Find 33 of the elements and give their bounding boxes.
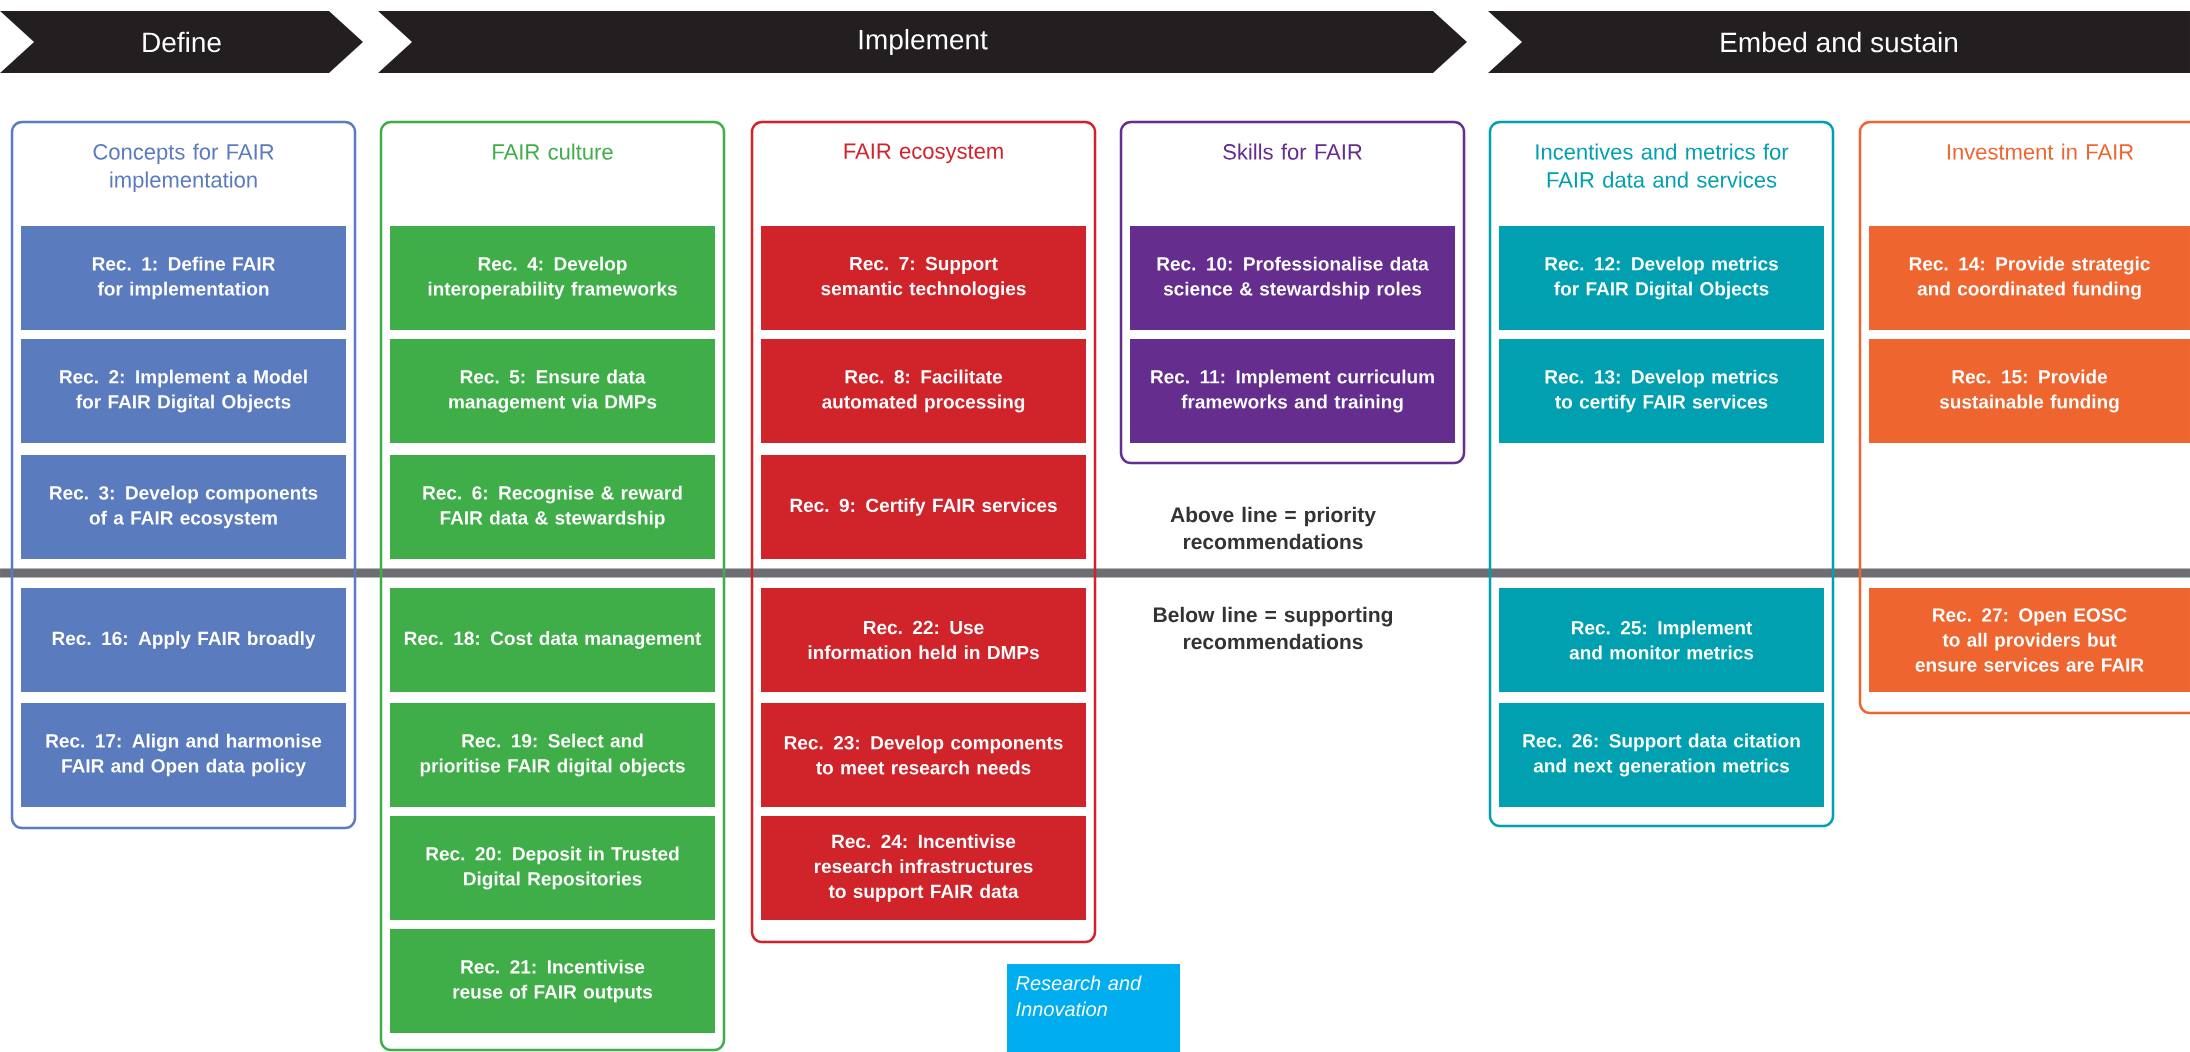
recommendation-box: Rec. 6: Recognise & reward FAIR data & stewardship [390, 455, 715, 559]
recommendation-box: Rec. 8: Facilitate automated processing [761, 339, 1086, 443]
recommendation-box: Rec. 26: Support data citation and next generation metrics [1499, 703, 1824, 807]
phase-ribbon: Embed and sustain [1488, 11, 2190, 73]
recommendation-box: Rec. 9: Certify FAIR services [761, 455, 1086, 559]
recommendation-box: Rec. 24: Incentivise research infrastructures to support FAIR data [761, 816, 1086, 920]
recommendation-box: Rec. 16: Apply FAIR broadly [21, 588, 346, 692]
recommendation-box: Rec. 1: Define FAIR for implementation [21, 226, 346, 330]
recommendation-box: Rec. 23: Develop components to meet research needs [761, 703, 1086, 807]
recommendation-box: Rec. 21: Incentivise reuse of FAIR outputs [390, 929, 715, 1033]
recommendation-box: Rec. 22: Use information held in DMPs [761, 588, 1086, 692]
recommendation-box: Rec. 5: Ensure data management via DMPs [390, 339, 715, 443]
legend-note: Above line = priority recommendations [1170, 506, 1376, 550]
text-badge: Research and Innovation [1007, 964, 1180, 1052]
recommendation-box: Rec. 20: Deposit in Trusted Digital Repositories [390, 816, 715, 920]
recommendation-box: Rec. 7: Support semantic technologies [761, 226, 1086, 330]
recommendation-box: Rec. 25: Implement and monitor metrics [1499, 588, 1824, 692]
legend-note: Below line = supporting recommendations [1153, 606, 1393, 650]
recommendation-box: Rec. 19: Select and prioritise FAIR digital objects [390, 703, 715, 807]
recommendation-box: Rec. 17: Align and harmonise FAIR and Open data policy [21, 703, 346, 807]
recommendation-box: Rec. 27: Open EOSC to all providers but ensure services are FAIR [1869, 588, 2190, 692]
recommendation-box: Rec. 10: Professionalise data science & stewardship roles [1130, 226, 1455, 330]
phase-ribbon: Define [0, 11, 363, 73]
recommendation-box: Rec. 15: Provide sustainable funding [1869, 339, 2190, 443]
recommendation-box: Rec. 4: Develop interoperability frameworks [390, 226, 715, 330]
recommendation-box: Rec. 12: Develop metrics for FAIR Digital Objects [1499, 226, 1824, 330]
recommendation-box: Rec. 13: Develop metrics to certify FAIR services [1499, 339, 1824, 443]
recommendation-box: Rec. 18: Cost data management [390, 588, 715, 692]
phase-ribbon: Implement [378, 11, 1467, 73]
recommendation-box: Rec. 11: Implement curriculum frameworks and training [1130, 339, 1455, 443]
recommendation-box: Rec. 3: Develop components of a FAIR ecosystem [21, 455, 346, 559]
recommendation-box: Rec. 2: Implement a Model for FAIR Digital Objects [21, 339, 346, 443]
recommendation-box: Rec. 14: Provide strategic and coordinated funding [1869, 226, 2190, 330]
